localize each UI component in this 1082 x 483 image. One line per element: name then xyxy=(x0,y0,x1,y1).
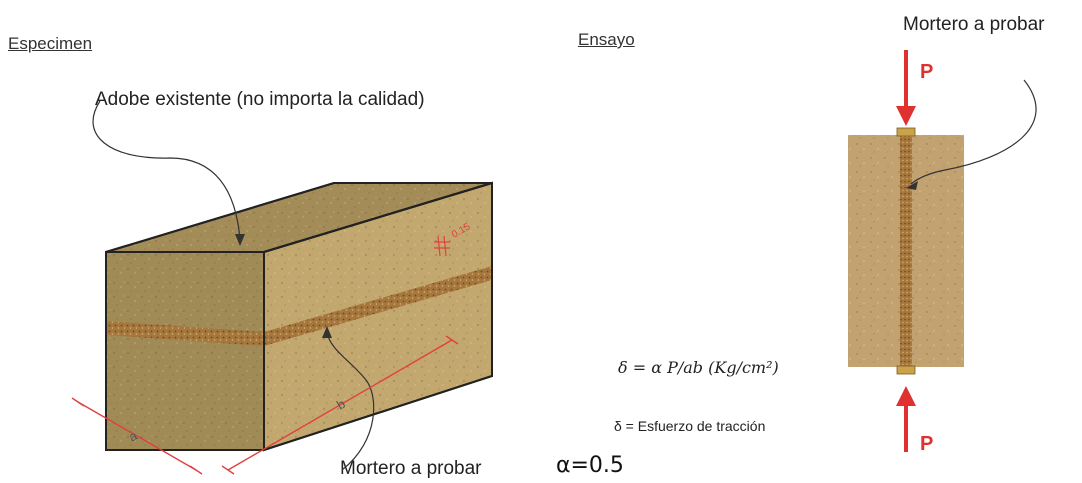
adobe-leader-arrowhead xyxy=(235,234,245,246)
top-load-label: P xyxy=(920,61,933,83)
adobe-callout-label: Adobe existente (no importa la calidad) xyxy=(95,89,425,110)
dimension-b xyxy=(221,335,459,475)
alpha-value: α=0.5 xyxy=(556,453,624,478)
bottom-load-label: P xyxy=(920,433,933,455)
dimension-a xyxy=(71,397,203,475)
test-heading: Ensayo xyxy=(578,30,635,49)
stress-definition: δ = Esfuerzo de tracción xyxy=(614,418,766,434)
mortar-joint-band xyxy=(106,266,492,346)
mortar-callout-label: Mortero a probar xyxy=(340,458,482,479)
thickness-marker xyxy=(434,235,450,257)
test-mortar-callout-label: Mortero a probar xyxy=(903,14,1045,35)
stress-formula: δ = α P/ab (Kg/cm²) xyxy=(618,358,779,377)
test-specimen xyxy=(848,127,964,375)
test-mortar-leader-line xyxy=(910,79,1037,185)
specimen-heading: Especimen xyxy=(8,34,93,53)
mortar-leader-line xyxy=(326,331,375,471)
adobe-outline xyxy=(105,181,493,452)
top-load-arrow xyxy=(896,50,916,126)
mortar-leader-arrowhead xyxy=(322,326,332,338)
bottom-load-arrow xyxy=(896,386,916,452)
test-mortar-leader-arrowhead xyxy=(906,181,918,190)
adobe-leader-line xyxy=(92,100,241,241)
